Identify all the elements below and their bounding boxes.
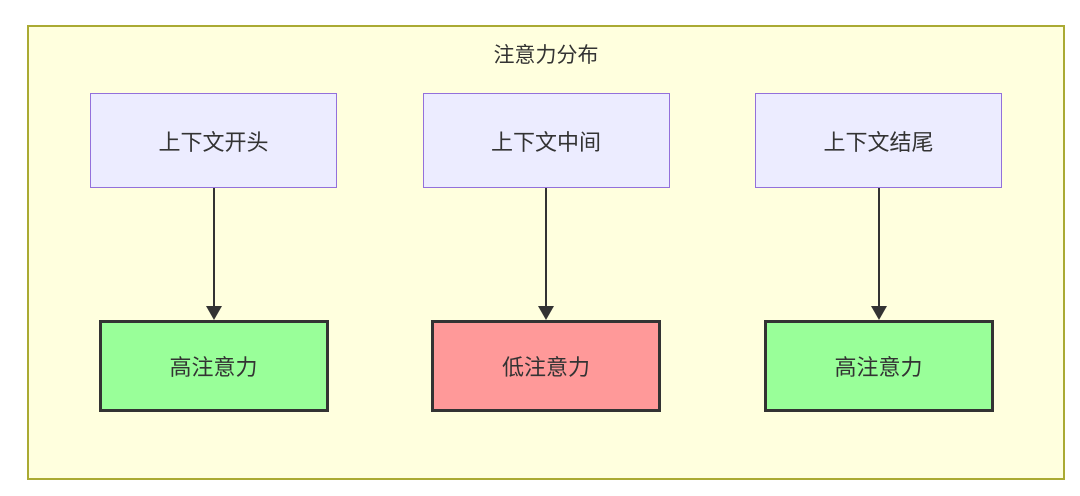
arrow-down	[870, 188, 887, 320]
arrow-line	[212, 188, 215, 306]
arrowhead-icon	[870, 306, 887, 320]
source-node-context-middle: 上下文中间	[422, 93, 670, 188]
source-node-context-start: 上下文开头	[90, 93, 337, 188]
attention-distribution-container: 注意力分布 上下文开头 高注意力 上下文中间	[27, 25, 1065, 480]
target-node-high-attention: 高注意力	[763, 320, 994, 412]
source-node-label: 上下文中间	[490, 129, 601, 155]
flow-column-context-start: 上下文开头 高注意力	[90, 93, 337, 412]
flow-columns: 上下文开头 高注意力 上下文中间 低注意力	[29, 93, 1063, 412]
target-node-low-attention: 低注意力	[431, 320, 661, 412]
flow-column-context-end: 上下文结尾 高注意力	[755, 93, 1002, 412]
arrow-down	[538, 188, 554, 320]
arrow-down	[205, 188, 222, 320]
target-node-high-attention: 高注意力	[98, 320, 329, 412]
target-node-label: 低注意力	[501, 355, 590, 380]
target-node-label: 高注意力	[834, 355, 923, 380]
source-node-context-end: 上下文结尾	[755, 93, 1002, 188]
arrow-line	[545, 188, 547, 306]
arrowhead-icon	[538, 306, 554, 320]
diagram-title: 注意力分布	[493, 44, 599, 67]
arrow-line	[877, 188, 880, 306]
source-node-label: 上下文开头	[158, 129, 269, 155]
source-node-label: 上下文结尾	[823, 129, 934, 155]
target-node-label: 高注意力	[169, 355, 258, 380]
flow-column-context-middle: 上下文中间 低注意力	[422, 93, 670, 412]
arrowhead-icon	[205, 306, 222, 320]
